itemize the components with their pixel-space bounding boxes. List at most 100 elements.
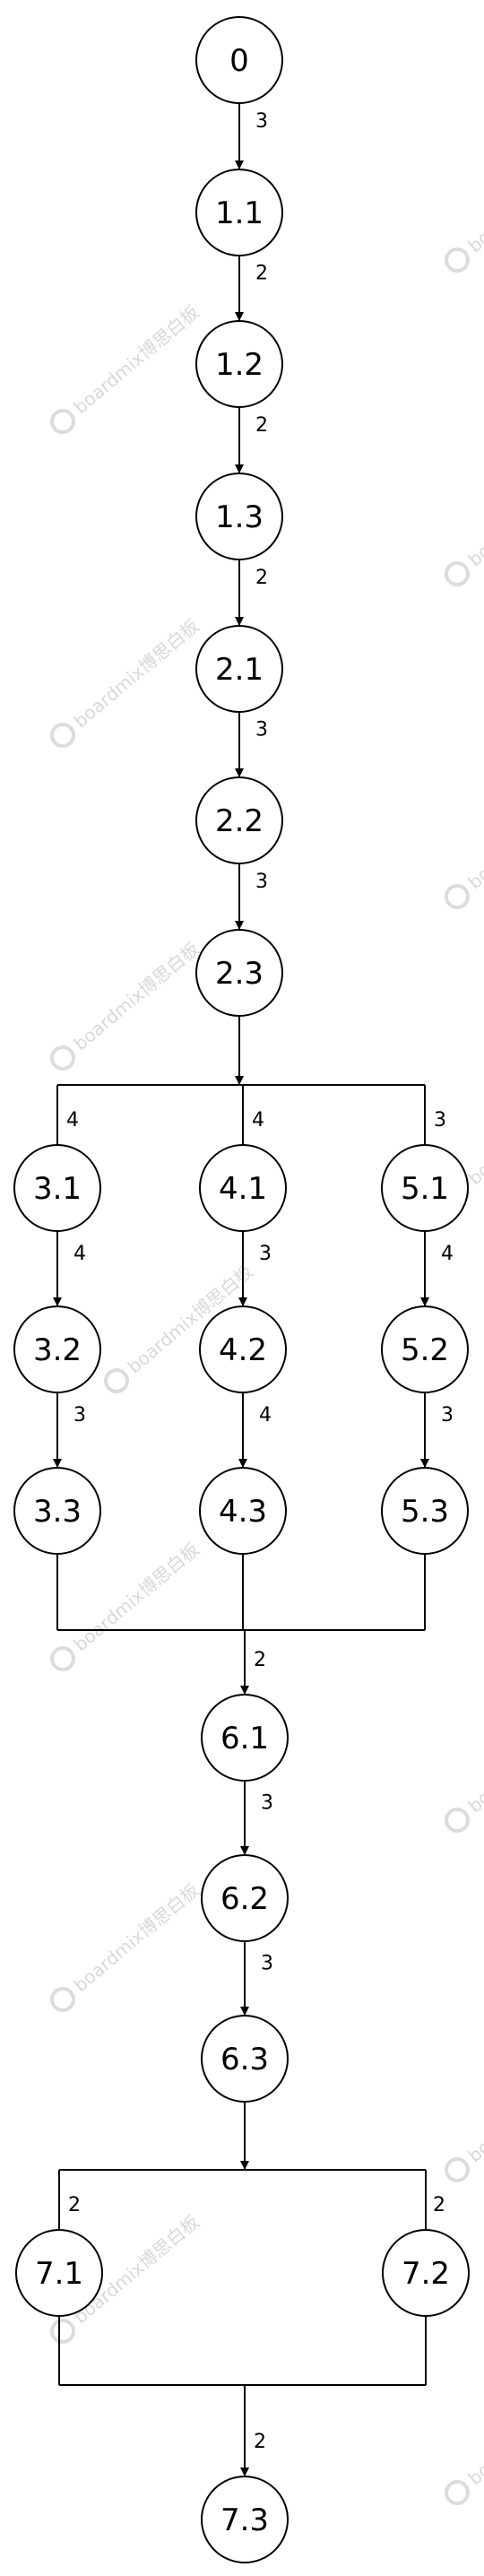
node-label: 2.2 <box>215 803 264 839</box>
node-label: 6.2 <box>220 1881 269 1917</box>
edge-label-2-2-to-2-3: 3 <box>255 871 268 893</box>
node-circle <box>195 169 283 256</box>
node-6-3: 6.3 <box>201 2015 289 2103</box>
node-circle <box>382 2229 470 2317</box>
node-3-1: 3.1 <box>13 1144 101 1232</box>
node-circle <box>201 2015 289 2103</box>
watermark: boardmix博思白板 <box>445 776 484 909</box>
watermark: boardmix博思白板 <box>445 2050 484 2182</box>
node-1-3: 1.3 <box>195 473 283 560</box>
node-circle <box>381 1467 469 1555</box>
node-circle <box>201 2476 289 2563</box>
boardmix-logo-icon <box>50 1646 75 1671</box>
node-1-1: 1.1 <box>195 169 283 256</box>
watermark-text: boardmix博思白板 <box>70 615 203 733</box>
edge-label-6-3-to-7-2: 2 <box>433 2194 445 2216</box>
node-circle <box>195 776 283 864</box>
boardmix-logo-icon <box>50 1045 75 1071</box>
edge-label-1-1-to-1-2: 2 <box>255 263 268 285</box>
edge-label-3-2-to-3-3: 3 <box>73 1404 86 1427</box>
boardmix-logo-icon <box>445 1808 470 1833</box>
edge-label-1-2-to-1-3: 2 <box>255 414 268 437</box>
node-label: 7.1 <box>35 2256 83 2292</box>
node-4-1: 4.1 <box>199 1144 287 1232</box>
node-label: 6.3 <box>220 2042 269 2077</box>
node-circle <box>195 16 283 104</box>
boardmix-logo-icon <box>445 884 470 909</box>
node-label: 1.2 <box>215 347 264 383</box>
node-5-3: 5.3 <box>381 1467 469 1555</box>
node-6-1: 6.1 <box>201 1694 289 1782</box>
node-7-1: 7.1 <box>15 2229 103 2317</box>
edge-label-2-3-to-3-1: 4 <box>66 1109 79 1132</box>
node-0: 0 <box>195 16 283 104</box>
boardmix-logo-icon <box>445 561 470 586</box>
watermark: boardmix博思白板 <box>445 2372 484 2505</box>
edge-label-5-2-to-5-3: 3 <box>441 1404 454 1427</box>
node-3-3: 3.3 <box>13 1467 101 1555</box>
node-label: 4.2 <box>219 1332 267 1368</box>
node-circle <box>201 1694 289 1782</box>
watermark-text: boardmix博思白板 <box>464 2372 484 2490</box>
edge-label-6-1-to-6-2: 3 <box>261 1792 273 1815</box>
node-7-2: 7.2 <box>382 2229 470 2317</box>
watermark: boardmix博思白板 <box>445 140 484 273</box>
watermark-text: boardmix博思白板 <box>464 454 484 571</box>
node-circle <box>381 1144 469 1232</box>
node-circle <box>199 1467 287 1555</box>
node-7-3: 7.3 <box>201 2476 289 2563</box>
node-label: 6.1 <box>220 1721 269 1756</box>
node-label: 5.2 <box>401 1332 449 1368</box>
watermark: boardmix博思白板 <box>50 938 203 1071</box>
node-label: 3.2 <box>33 1332 82 1368</box>
boardmix-logo-icon <box>50 2319 75 2344</box>
node-label: 2.1 <box>215 652 264 688</box>
node-label: 2.3 <box>215 956 264 992</box>
watermark: boardmix博思白板 <box>445 454 484 586</box>
node-layer: 0 1.1 1.2 1.3 2.1 2.2 2.3 3.1 4.1 5.1 3.2 4.2 5.2 3.3… <box>13 16 470 2563</box>
node-circle <box>201 1854 289 1942</box>
watermark-text: boardmix博思白板 <box>464 2050 484 2167</box>
node-label: 5.3 <box>401 1494 449 1530</box>
watermark-text: boardmix博思白板 <box>464 1700 484 1817</box>
node-label: 4.3 <box>219 1494 267 1530</box>
node-circle <box>13 1144 101 1232</box>
node-circle <box>199 1305 287 1393</box>
node-circle <box>195 929 283 1017</box>
edge-label-6-2-to-6-3: 3 <box>261 1953 273 1975</box>
node-circle <box>13 1467 101 1555</box>
node-label: 1.1 <box>215 195 264 231</box>
edge-label-0-to-1-1: 3 <box>255 110 268 133</box>
edge-label-2-1-to-2-2: 3 <box>255 719 268 742</box>
watermark: boardmix博思白板 <box>50 615 203 748</box>
watermark: boardmix博思白板 <box>50 1879 203 2012</box>
boardmix-logo-icon <box>50 1987 75 2012</box>
node-circle <box>199 1144 287 1232</box>
edge-label-3-3-to-6-1: 2 <box>254 1649 266 1671</box>
node-5-1: 5.1 <box>381 1144 469 1232</box>
watermark-text: boardmix博思白板 <box>70 1539 203 1656</box>
boardmix-logo-icon <box>104 1368 129 1393</box>
watermark: boardmix博思白板 <box>445 1700 484 1833</box>
edge-label-7-1-to-7-3: 2 <box>254 2431 266 2453</box>
node-2-3: 2.3 <box>195 929 283 1017</box>
boardmix-logo-icon <box>50 409 75 434</box>
node-3-2: 3.2 <box>13 1305 101 1393</box>
node-label: 0 <box>229 43 249 79</box>
node-2-2: 2.2 <box>195 776 283 864</box>
node-label: 5.1 <box>401 1171 449 1207</box>
boardmix-logo-icon <box>50 723 75 748</box>
edge-label-2-3-to-4-1: 4 <box>252 1109 264 1132</box>
node-label: 3.1 <box>33 1171 82 1207</box>
node-1-2: 1.2 <box>195 320 283 408</box>
watermark: boardmix博思白板 <box>50 301 203 434</box>
boardmix-logo-icon <box>445 247 470 273</box>
node-4-2: 4.2 <box>199 1305 287 1393</box>
node-5-2: 5.2 <box>381 1305 469 1393</box>
node-circle <box>15 2229 103 2317</box>
node-label: 1.3 <box>215 499 264 535</box>
node-circle <box>195 473 283 560</box>
node-label: 3.3 <box>33 1494 82 1530</box>
